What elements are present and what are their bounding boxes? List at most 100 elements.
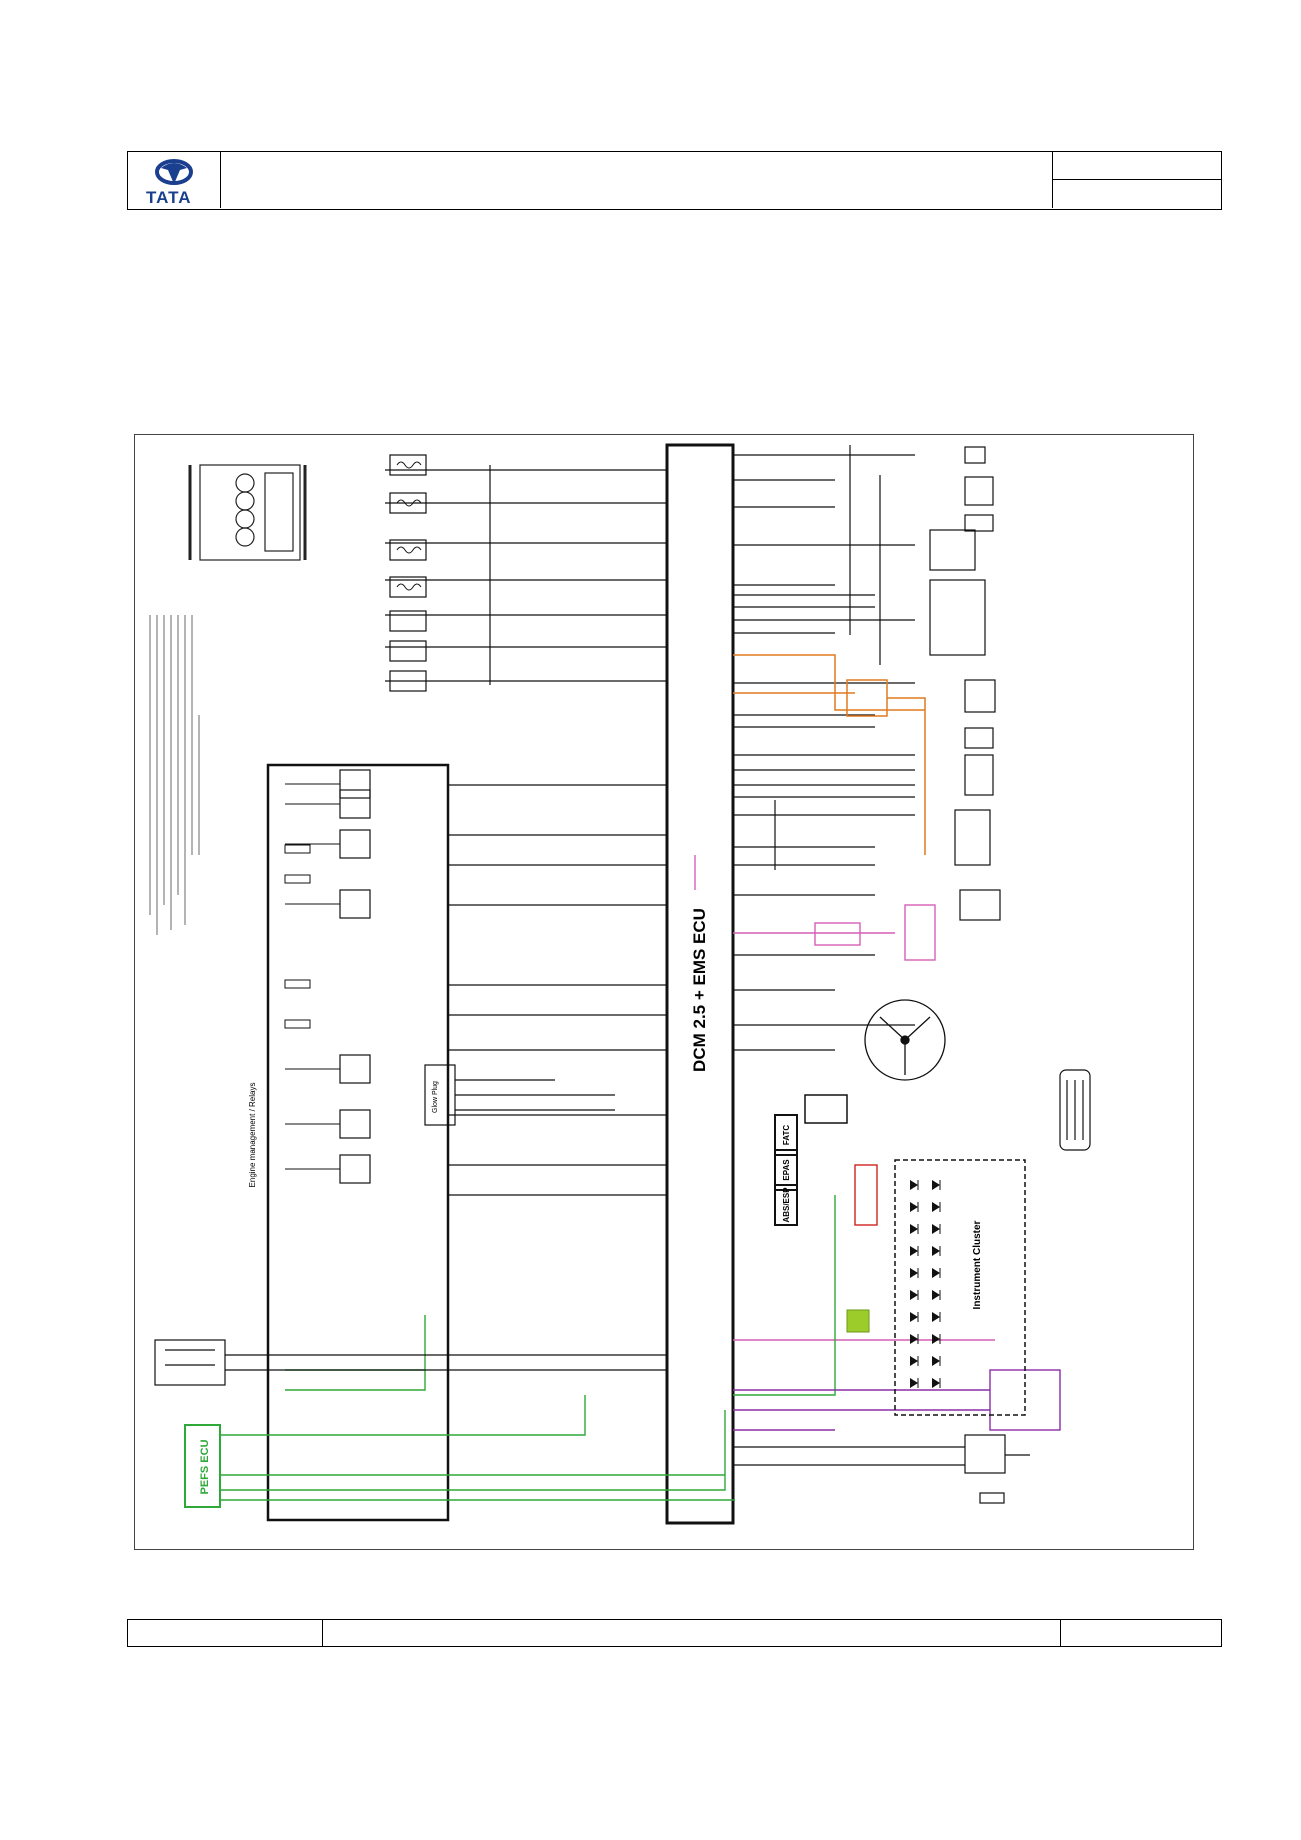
led-indicator-icon [932, 1202, 940, 1212]
relay-box-label: Engine management / Relays [248, 1083, 257, 1188]
injector-group [389, 454, 427, 692]
glow-plug-unit [424, 1064, 615, 1126]
sensor-box [964, 727, 994, 749]
document-footer [127, 1619, 1222, 1647]
valve-actuator-icon [389, 670, 427, 692]
led-indicator-icon [932, 1268, 940, 1278]
module-box: FATC [774, 1114, 798, 1156]
module-group: FATC EPAS ABS/ESP [774, 1094, 848, 1226]
sensor-box [964, 446, 986, 464]
led-indicator-icon [910, 1180, 918, 1190]
coil-icon [396, 461, 422, 469]
led-indicator-icon [910, 1224, 918, 1234]
footer-right-cell [1060, 1620, 1221, 1646]
instrument-cluster-box [894, 1159, 1026, 1416]
sensor-box [929, 529, 976, 571]
pefs-ecu-label: PEFS ECU [199, 1439, 211, 1494]
diagnostic-connector [1059, 1069, 1091, 1151]
sensor-group [929, 446, 1001, 921]
relay-icon [339, 1154, 371, 1184]
footer-left-cell [128, 1620, 323, 1646]
valve-actuator-icon [389, 610, 427, 632]
brake-clutch-switch [733, 1434, 1030, 1504]
module-outline [774, 1114, 798, 1156]
led-indicator-icon [910, 1290, 918, 1300]
led-indicator-icon [932, 1246, 940, 1256]
module-label: EPAS [782, 1159, 791, 1181]
led-indicator-icon [910, 1356, 918, 1366]
coil-icon [396, 499, 422, 507]
fuel-heater-circuit-pink [694, 855, 995, 1341]
sensor-box [964, 679, 996, 713]
left-wire-harness [385, 465, 667, 1196]
fuse-icon [284, 979, 311, 989]
glow-plug-label: Glow Plug [432, 1081, 439, 1113]
engine-schematic [188, 464, 307, 561]
led-indicator-icon [932, 1180, 940, 1190]
ecu-block [665, 443, 735, 1525]
fuse-icon [284, 874, 311, 884]
camshaft-circuit-orange [733, 654, 926, 855]
relay-icon [339, 789, 371, 819]
led-indicator-icon [910, 1246, 918, 1256]
module-outline [774, 1184, 798, 1226]
led-indicator-icon [932, 1356, 940, 1366]
led-indicator-icon [932, 1290, 940, 1300]
tata-emblem-icon [155, 159, 193, 185]
valve-actuator-icon [389, 640, 427, 662]
module-label: FATC [782, 1125, 791, 1146]
led-indicator-icon [910, 1268, 918, 1278]
right-wire-harness [733, 445, 915, 1051]
brand-name: TATA [146, 188, 192, 207]
led-indicator-icon [910, 1202, 918, 1212]
sensor-box [964, 476, 994, 506]
coil-icon [396, 583, 422, 591]
tata-logo: TATA [128, 152, 221, 208]
wiring-diagram: Engine management / Relays DCM 2.5 + EMS… [134, 434, 1194, 1550]
sensor-box [964, 514, 994, 532]
led-indicator-icon [910, 1334, 918, 1344]
cluster-led-group [910, 1180, 941, 1388]
module-outline [774, 1149, 798, 1191]
vehicle-speed-sensor [864, 999, 946, 1081]
injector-coil-icon [389, 539, 427, 561]
fuse-icon [284, 1019, 311, 1029]
module-box: EPAS [774, 1149, 798, 1191]
ignition-switch [154, 1339, 667, 1386]
relay-icon [339, 889, 371, 919]
relay-icon [339, 769, 371, 799]
ignition-circuit-purple [733, 1369, 1061, 1431]
led-indicator-icon [910, 1378, 918, 1388]
led-indicator-icon [910, 1312, 918, 1322]
ecu-label: DCM 2.5 + EMS ECU [690, 908, 709, 1072]
led-indicator-icon [932, 1224, 940, 1234]
led-indicator-icon [932, 1334, 940, 1344]
document-header: TATA [127, 151, 1222, 210]
coil-icon [396, 546, 422, 554]
relay-icon [339, 1054, 371, 1084]
notes-block [149, 615, 200, 935]
immobiliser-unit [846, 1309, 870, 1333]
diag-switch-red [854, 1164, 878, 1226]
relay-group [284, 769, 371, 1184]
sensor-box [964, 754, 994, 796]
relay-box [266, 763, 450, 1522]
header-right-divider [1053, 179, 1221, 180]
header-right-cell [1052, 152, 1221, 208]
injector-coil-icon [389, 576, 427, 598]
led-indicator-icon [932, 1378, 940, 1388]
instrument-cluster-label: Instrument Cluster [972, 1220, 983, 1309]
sensor-box [929, 579, 986, 656]
relay-icon [339, 1109, 371, 1139]
injector-coil-icon [389, 492, 427, 514]
module-label: ABS/ESP [782, 1187, 791, 1223]
module-box [804, 1094, 848, 1124]
module-box: ABS/ESP [774, 1184, 798, 1226]
wiring-diagram-canvas: Engine management / Relays DCM 2.5 + EMS… [149, 443, 1091, 1525]
injector-coil-icon [389, 454, 427, 476]
led-indicator-icon [932, 1312, 940, 1322]
relay-icon [339, 829, 371, 859]
can-circuit-green [184, 1195, 836, 1508]
sensor-box [954, 809, 991, 866]
fuse-icon [284, 844, 311, 854]
